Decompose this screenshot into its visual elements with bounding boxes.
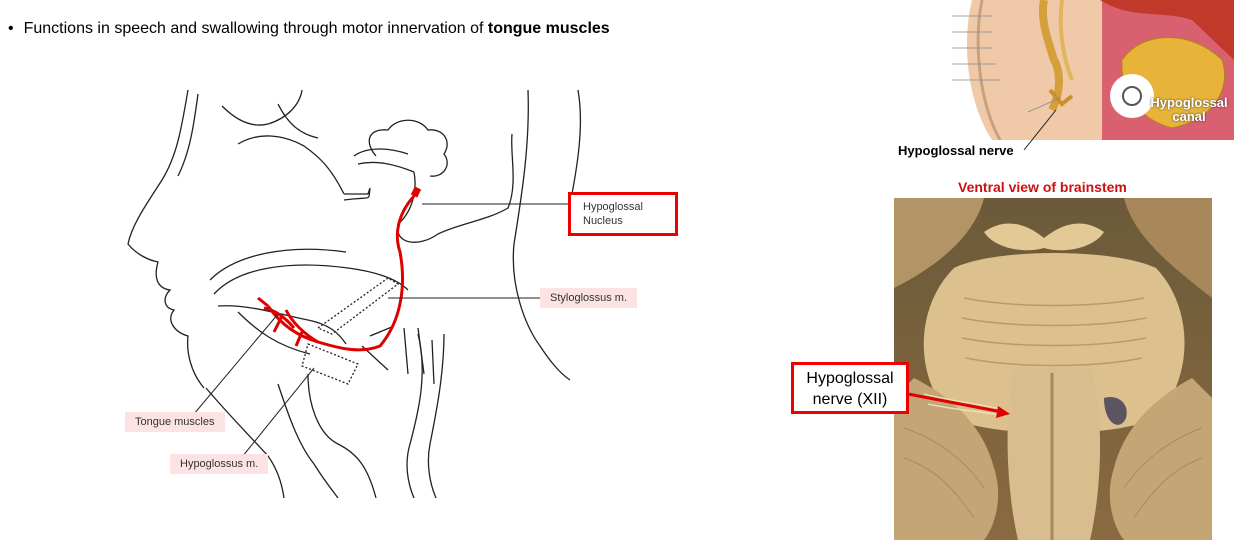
brainstem-title: Ventral view of brainstem (958, 179, 1127, 195)
skull-base-illustration (952, 0, 1234, 140)
hypoglossal-nucleus-line2: Nucleus (583, 215, 623, 227)
skull-leader-line (1023, 109, 1057, 151)
bullet-text: Functions in speech and swallowing throu… (23, 20, 488, 37)
hypoglossal-nerve-caption: Hypoglossal nerve (898, 143, 1014, 158)
hypoglossal-nerve-xii-label: Hypoglossal nerve (XII) (791, 362, 909, 414)
hypoglossus-label: Hypoglossus m. (170, 454, 269, 474)
bullet-dot: • (8, 20, 14, 37)
hypoglossal-nucleus-line1: Hypoglossal (583, 201, 643, 213)
hypoglossal-canal-line2: canal (1172, 109, 1206, 124)
hypoglossal-nucleus-label: Hypoglossal Nucleus (568, 192, 678, 236)
hypoglossal-canal-label: Hypoglossal canal (1144, 96, 1234, 124)
xii-label-line2: nerve (XII) (812, 391, 888, 408)
tongue-muscles-label: Tongue muscles (125, 412, 225, 432)
styloglossus-label: Styloglossus m. (540, 288, 638, 308)
head-nerve-diagram (127, 89, 582, 498)
hypoglossal-canal-line1: Hypoglossal (1150, 95, 1228, 110)
bullet-bold-text: tongue muscles (487, 20, 610, 37)
xii-arrow (907, 392, 1010, 418)
xii-label-line1: Hypoglossal (806, 370, 894, 387)
brainstem-photo (894, 198, 1212, 540)
bullet-point: • Functions in speech and swallowing thro… (8, 20, 610, 38)
